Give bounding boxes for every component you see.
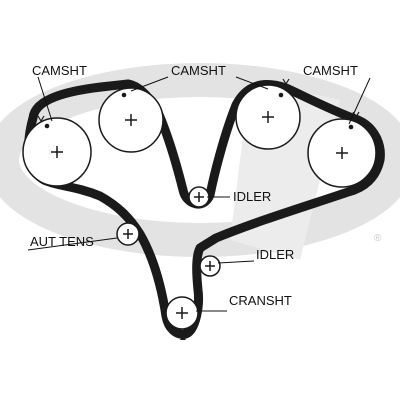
- plus-icon: [123, 229, 133, 239]
- idler-pulley-lower: [199, 255, 221, 277]
- timing-dot: [348, 124, 354, 130]
- timing-dot: [278, 92, 284, 98]
- crankshaft-pulley: [165, 296, 199, 330]
- label-camshaft-middle: CAMSHT: [171, 63, 226, 78]
- leader-line: [37, 76, 53, 122]
- timing-dot: [44, 123, 50, 129]
- triangle-icon: [180, 335, 186, 340]
- label-idler-upper: IDLER: [233, 189, 271, 204]
- plus-icon: [205, 261, 215, 271]
- leader-line: [27, 237, 118, 251]
- watermark-ellipse-ring: [0, 63, 400, 257]
- triangle-icon: [282, 78, 290, 86]
- plus-icon: [194, 192, 204, 202]
- idler-pulley-upper: [188, 186, 210, 208]
- plus-icon: [176, 307, 188, 319]
- leader-line: [130, 76, 169, 92]
- auto-tensioner-pulley: [116, 222, 140, 246]
- label-camshaft-left: CAMSHT: [32, 63, 87, 78]
- leader-line: [235, 76, 269, 90]
- camshaft-pulley-middle: [98, 87, 164, 153]
- triangle-icon: [37, 115, 45, 123]
- label-crankshaft: CRANSHT: [229, 293, 292, 308]
- plus-icon: [262, 111, 274, 123]
- label-camshaft-right: CAMSHT: [303, 63, 358, 78]
- plus-icon: [336, 147, 348, 159]
- timing-dot: [183, 327, 189, 333]
- camshaft-pulley-right-outer: [307, 118, 377, 188]
- label-auto-tensioner: AUT TENS: [30, 234, 94, 249]
- timing-belt: [24, 79, 385, 339]
- plus-icon: [125, 114, 137, 126]
- leader-lines: [27, 76, 371, 312]
- triangle-icon: [111, 83, 119, 91]
- label-idler-lower: IDLER: [256, 247, 294, 262]
- camshaft-pulley-right-inner: [235, 84, 301, 150]
- camshaft-pulley-left: [22, 117, 92, 187]
- leader-line: [348, 77, 371, 125]
- registered-mark: ®: [374, 233, 382, 244]
- plus-icon: [51, 146, 63, 158]
- leader-line: [217, 260, 255, 264]
- timing-dot: [121, 92, 127, 98]
